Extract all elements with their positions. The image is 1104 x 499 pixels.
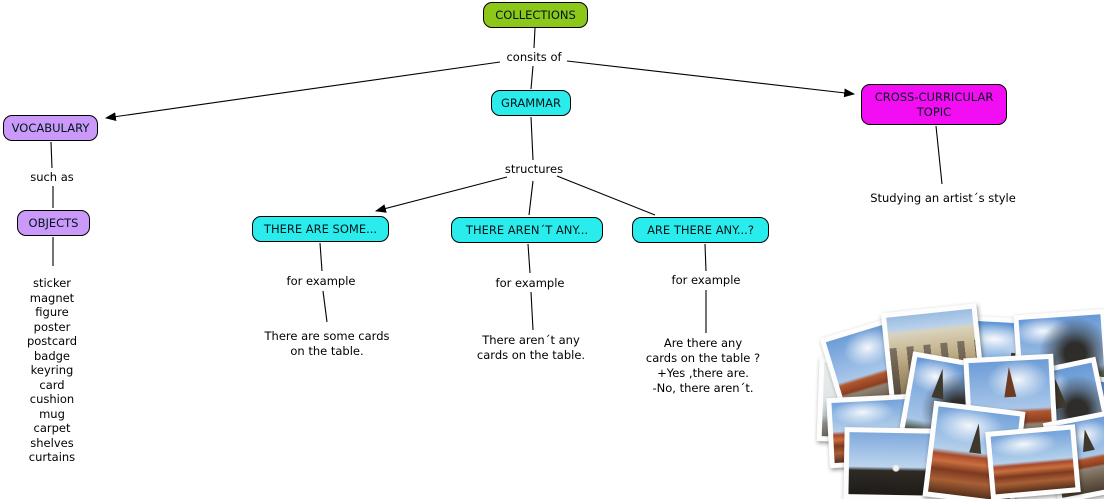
link-label-structures: structures <box>504 162 564 176</box>
node-there-arent-any[interactable]: THERE AREN´T ANY... <box>451 217 603 243</box>
example-there-arent-any: There aren´t any cards on the table. <box>476 333 586 362</box>
node-grammar[interactable]: GRAMMAR <box>491 90 571 116</box>
link-label-such-as: such as <box>30 170 74 184</box>
node-objects[interactable]: OBJECTS <box>17 210 90 236</box>
node-cross-curricular-topic[interactable]: CROSS-CURRICULAR TOPIC <box>861 84 1007 125</box>
link-label-for-example-1: for example <box>286 274 356 288</box>
example-are-there-any: Are there any cards on the table ? +Yes … <box>645 336 761 395</box>
vocabulary-items-list: sticker magnet figure poster postcard ba… <box>26 276 78 464</box>
link-label-for-example-3: for example <box>671 273 741 287</box>
node-collections[interactable]: COLLECTIONS <box>483 2 588 28</box>
node-vocabulary[interactable]: VOCABULARY <box>3 115 98 141</box>
photo <box>985 424 1081 499</box>
photo-collage <box>816 300 1104 499</box>
link-label-for-example-2: for example <box>495 276 565 290</box>
link-label-consists-of: consits of <box>506 50 562 64</box>
example-there-are-some: There are some cards on the table. <box>264 329 390 358</box>
node-are-there-any[interactable]: ARE THERE ANY...? <box>632 217 769 243</box>
cross-curricular-note: Studying an artist´s style <box>870 191 1016 205</box>
node-there-are-some[interactable]: THERE ARE SOME... <box>252 216 389 242</box>
